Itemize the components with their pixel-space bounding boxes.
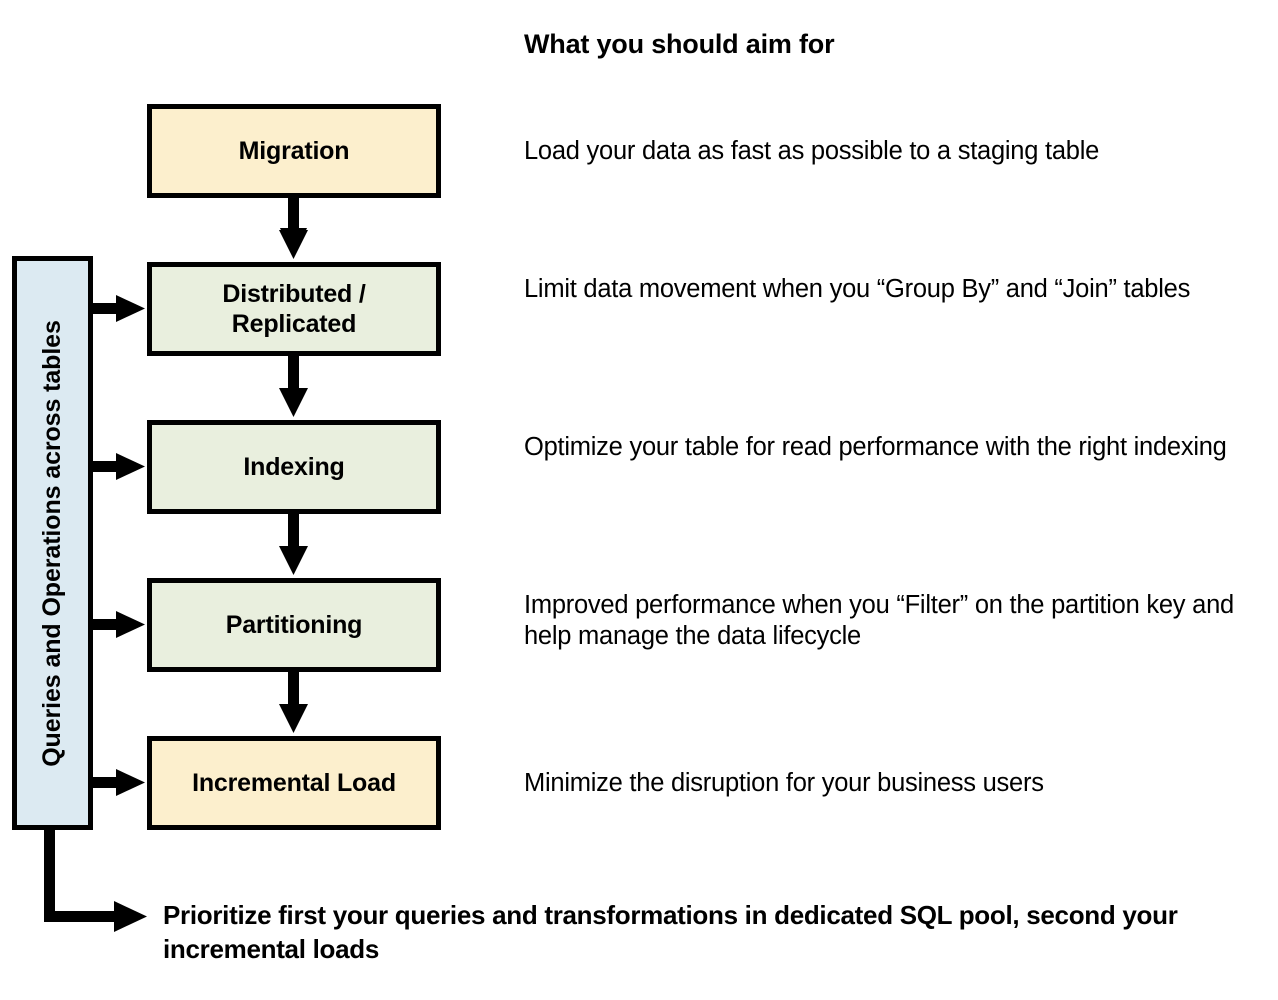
side-band-queries-operations: Queries and Operations across tables	[12, 256, 93, 830]
page-title: What you should aim for	[524, 29, 835, 59]
stage-box-incremental-load[interactable]: Incremental Load	[147, 736, 441, 830]
stage-box-distributed-replicated[interactable]: Distributed / Replicated	[147, 262, 441, 356]
stage-label-line-1: Distributed /	[222, 279, 366, 308]
arrow-band-to-footer-note	[44, 826, 147, 932]
arrow-band-to-indexing	[88, 453, 145, 480]
stage-box-migration[interactable]: Migration	[147, 104, 441, 198]
arrow-partitioning-to-incremental	[279, 670, 308, 733]
footer-note: Prioritize first your queries and transf…	[163, 900, 1178, 965]
description-distributed-replicated: Limit data movement when you “Group By” …	[524, 275, 1191, 303]
stage-label-migration: Migration	[238, 136, 350, 165]
arrow-indexing-to-partitioning	[279, 512, 308, 575]
arrow-distributed-to-indexing	[279, 354, 308, 417]
stage-label-incremental-load: Incremental Load	[192, 768, 396, 797]
stage-label-distributed-replicated: Distributed / Replicated	[222, 279, 365, 340]
arrow-band-to-incremental	[88, 769, 145, 796]
description-migration: Load your data as fast as possible to a …	[524, 137, 1100, 165]
description-partitioning: Improved performance when you “Filter” o…	[524, 591, 1234, 651]
stage-box-partitioning[interactable]: Partitioning	[147, 578, 441, 672]
side-band-label: Queries and Operations across tables	[38, 319, 67, 767]
stage-box-indexing[interactable]: Indexing	[147, 420, 441, 514]
stage-label-partitioning: Partitioning	[225, 610, 363, 639]
stage-label-line-2: Replicated	[231, 310, 357, 338]
description-indexing: Optimize your table for read performance…	[524, 433, 1227, 461]
arrow-migration-to-distributed	[279, 196, 308, 259]
arrow-band-to-distributed	[88, 295, 145, 322]
stage-label-indexing: Indexing	[243, 452, 345, 481]
description-incremental-load: Minimize the disruption for your busines…	[524, 769, 1044, 797]
arrow-band-to-partitioning	[88, 611, 145, 638]
